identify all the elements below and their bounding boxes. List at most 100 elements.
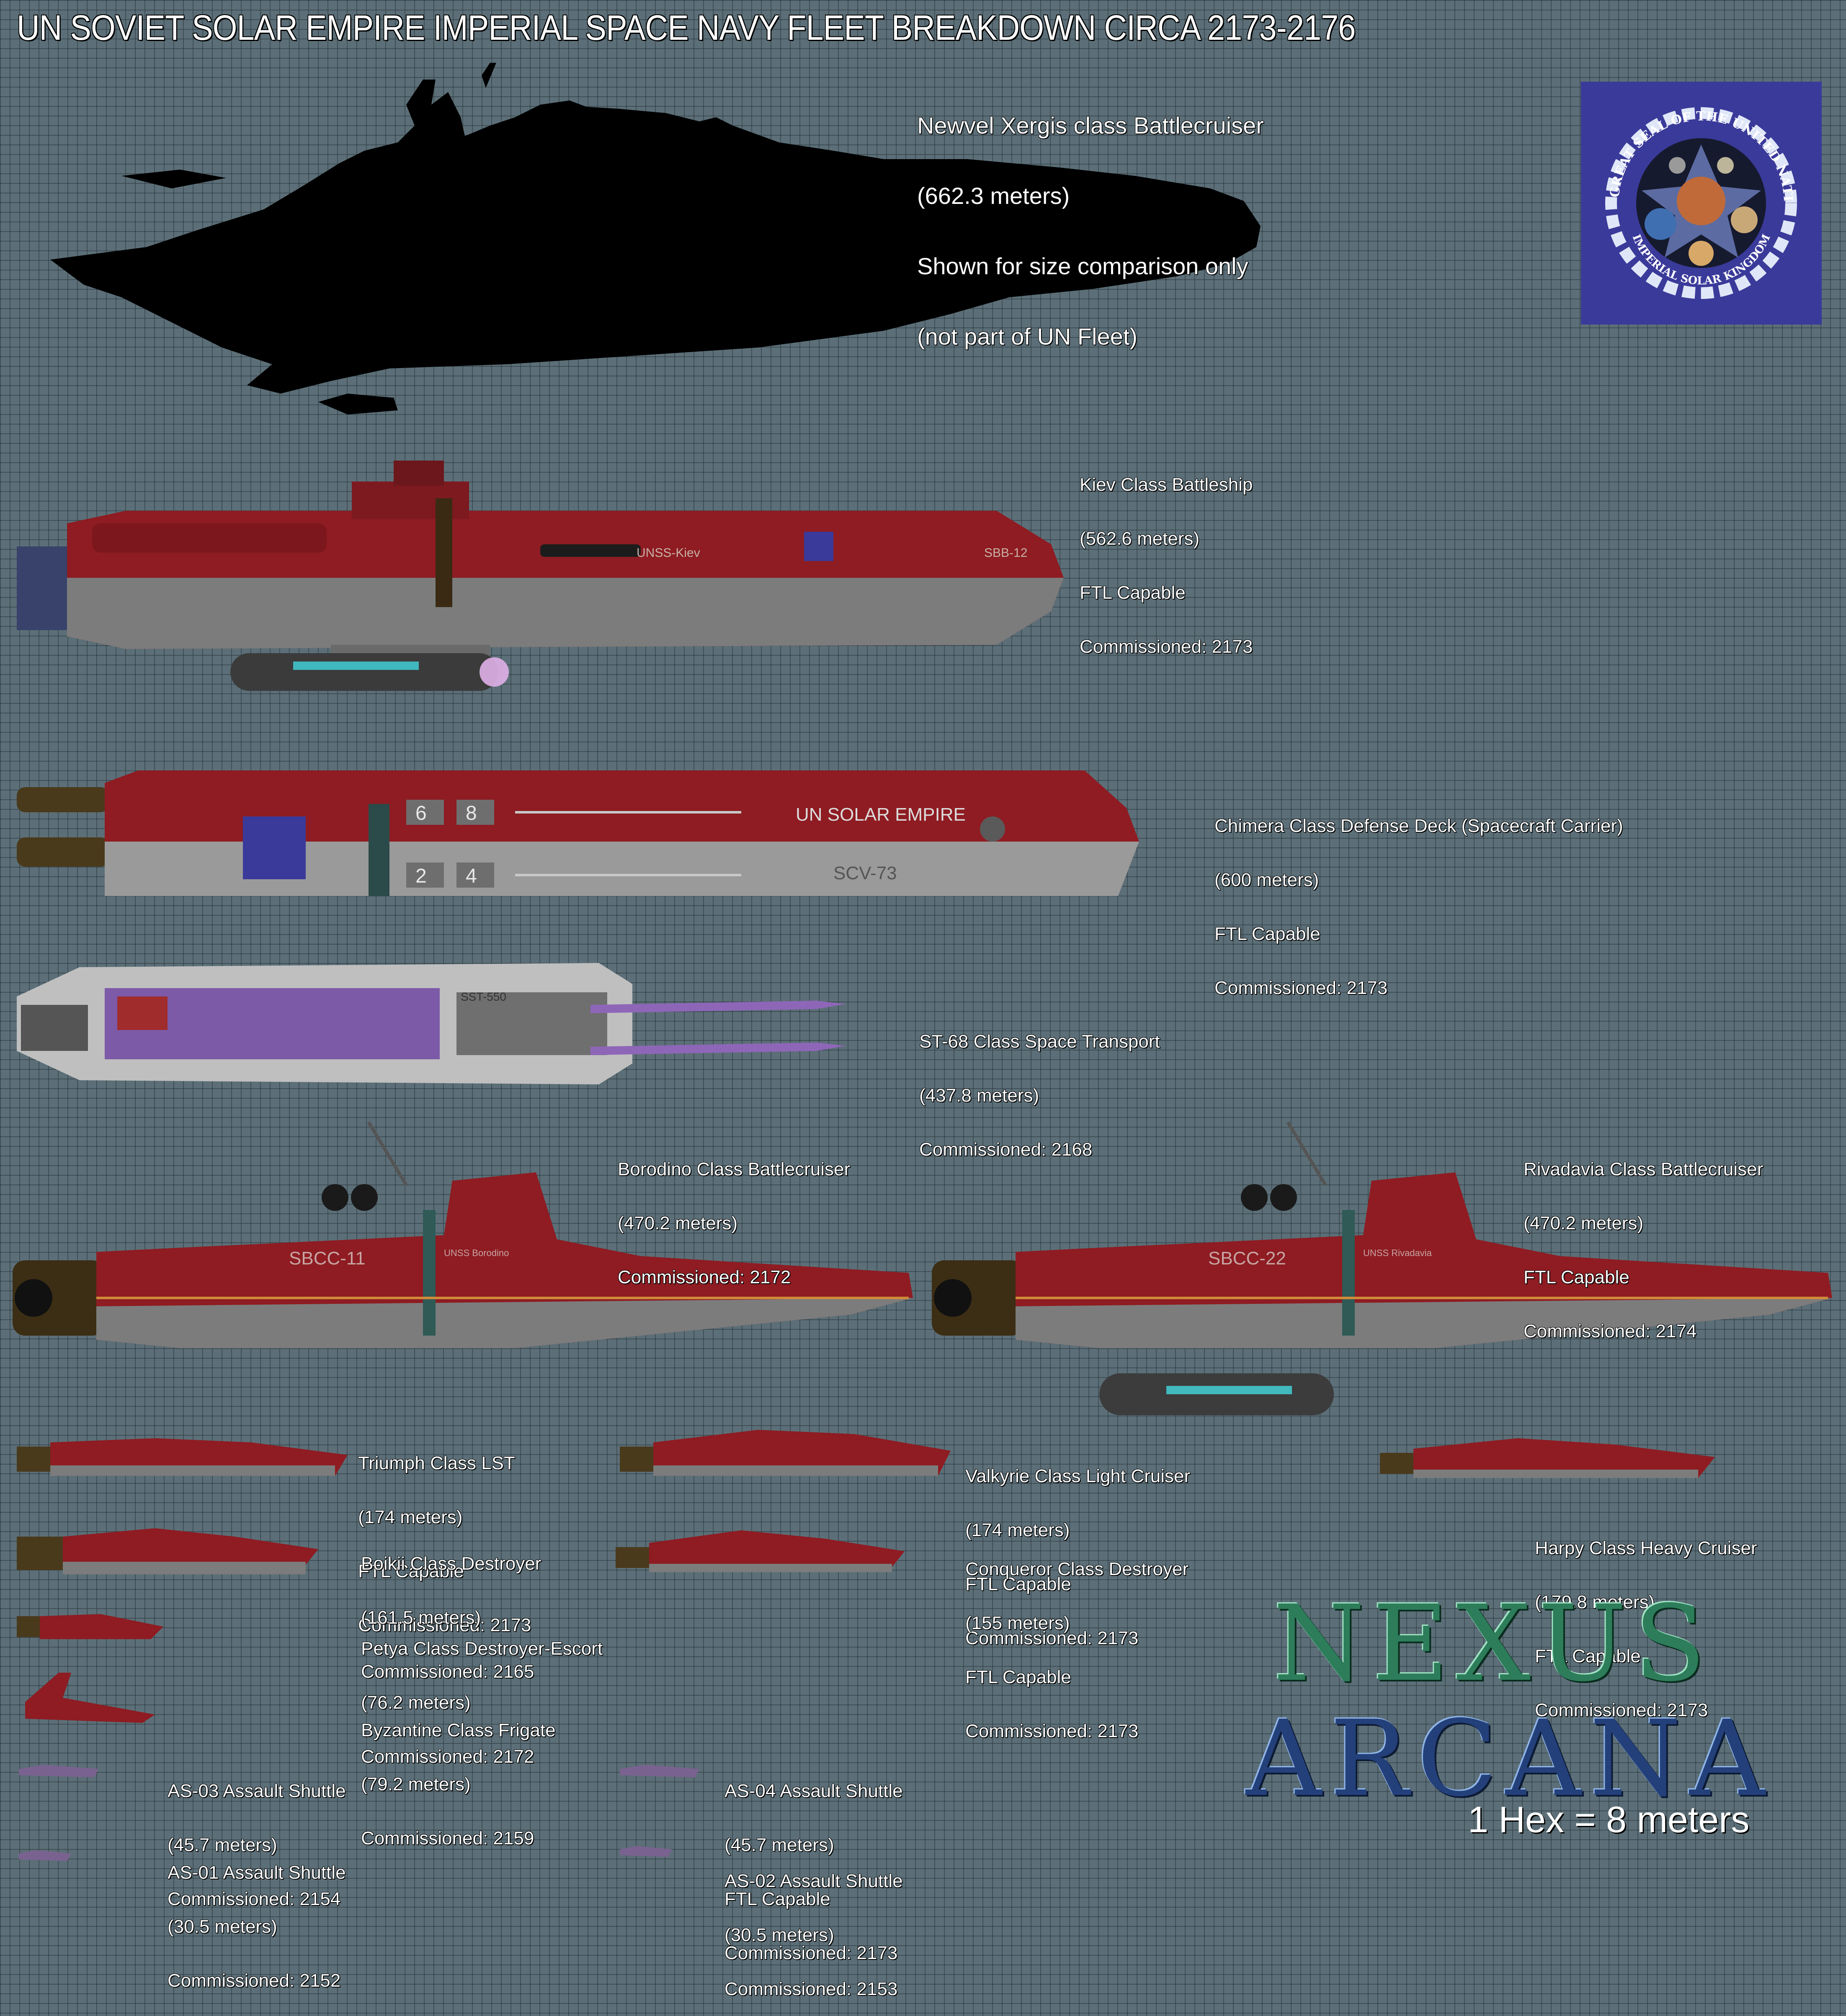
kiev-name: Kiev Class Battleship — [1080, 474, 1253, 495]
valkyrie-ship — [620, 1430, 951, 1476]
nexus-logo-text: NEXUS — [1273, 1583, 1714, 1704]
arcana-logo-text: ARCANA — [1246, 1698, 1774, 1820]
rivadavia-ship: SBCC-22 UNSS Rivadavia — [932, 1114, 1836, 1424]
st68-hull-code: SST-550 — [461, 990, 506, 1003]
as01-commissioned: Commissioned: 2152 — [168, 1970, 341, 1991]
st68-name: ST-68 Class Space Transport — [919, 1031, 1160, 1052]
triumph-ftl: FTL Capable — [358, 1561, 464, 1581]
chimera-deck-2: 2 — [415, 865, 427, 887]
rivadavia-name: Rivadavia Class Battlecruiser — [1524, 1159, 1763, 1179]
as02-caption: AS-02 Assault Shuttle (30.5 meters) Comm… — [724, 1836, 903, 2016]
byzantine-name: Byzantine Class Frigate — [361, 1720, 556, 1741]
as02-commissioned: Commissioned: 2153 — [724, 1979, 898, 1999]
borodino-ship: SBCC-11 UNSS Borodino — [13, 1114, 917, 1386]
chimera-ship: 6 8 2 4 UN SOLAR EMPIRE SCV-73 — [13, 758, 1152, 909]
newvel-note-2: (not part of UN Fleet) — [917, 323, 1137, 350]
kiev-ftl: FTL Capable — [1080, 582, 1186, 603]
borodino-hull-name: UNSS Borodino — [444, 1248, 509, 1258]
as01-caption: AS-01 Assault Shuttle (30.5 meters) Comm… — [168, 1828, 346, 2008]
rivadavia-hull-graphic: SBCC-22 UNSS Rivadavia — [932, 1121, 1832, 1415]
harpy-ship — [1380, 1438, 1715, 1478]
chimera-caption: Chimera Class Defense Deck (Spacecraft C… — [1214, 781, 1623, 1015]
petya-commissioned: Commissioned: 2172 — [361, 1746, 534, 1767]
petya-caption: Petya Class Destroyer-Escort (76.2 meter… — [361, 1604, 603, 1784]
petya-ship — [17, 1614, 163, 1639]
harpy-name: Harpy Class Heavy Cruiser — [1535, 1538, 1757, 1558]
petya-length: (76.2 meters) — [361, 1692, 471, 1713]
newvel-note-1: Shown for size comparison only — [917, 253, 1248, 279]
st68-commissioned: Commissioned: 2168 — [919, 1139, 1093, 1160]
byzantine-length: (79.2 meters) — [361, 1774, 471, 1795]
as03-length: (45.7 meters) — [168, 1835, 277, 1855]
conqueror-ship — [616, 1530, 905, 1572]
valkyrie-name: Valkyrie Class Light Cruiser — [965, 1466, 1191, 1486]
triumph-caption: Triumph Class LST (174 meters) FTL Capab… — [358, 1418, 531, 1652]
chimera-commissioned: Commissioned: 2173 — [1214, 978, 1388, 998]
st68-hull-graphic: SST-550 — [17, 963, 846, 1084]
conqueror-ftl: FTL Capable — [965, 1667, 1071, 1687]
st68-caption: ST-68 Class Space Transport (437.8 meter… — [919, 996, 1160, 1177]
newvel-length: (662.3 meters) — [917, 183, 1070, 209]
kiev-commissioned: Commissioned: 2173 — [1080, 636, 1253, 657]
kiev-hull-graphic: UNSS-Kiev SBB-12 — [17, 461, 1064, 691]
boikii-length: (161.5 meters) — [361, 1607, 481, 1628]
conqueror-caption: Conqueror Class Destroyer (155 meters) F… — [965, 1524, 1189, 1758]
petya-name: Petya Class Destroyer-Escort — [361, 1638, 603, 1659]
conqueror-length: (155 meters) — [965, 1613, 1070, 1633]
as01-name: AS-01 Assault Shuttle — [168, 1862, 346, 1883]
boikii-ship — [17, 1528, 318, 1574]
borodino-commissioned: Commissioned: 2172 — [618, 1267, 791, 1287]
as04-name: AS-04 Assault Shuttle — [724, 1781, 903, 1801]
as04-shuttle — [620, 1765, 699, 1777]
valkyrie-ftl: FTL Capable — [965, 1574, 1071, 1594]
st68-length: (437.8 meters) — [919, 1085, 1039, 1106]
valkyrie-caption: Valkyrie Class Light Cruiser (174 meters… — [965, 1431, 1190, 1665]
rivadavia-length: (470.2 meters) — [1524, 1213, 1644, 1233]
as01-shuttle — [19, 1850, 71, 1861]
chimera-length: (600 meters) — [1214, 870, 1319, 890]
boikii-name: Boikii Class Destroyer — [361, 1553, 541, 1574]
rivadavia-hull-name: UNSS Rivadavia — [1363, 1248, 1432, 1258]
chimera-deck-6: 6 — [415, 802, 427, 824]
boikii-commissioned: Commissioned: 2165 — [361, 1661, 534, 1682]
triumph-length: (174 meters) — [358, 1507, 463, 1527]
chimera-name: Chimera Class Defense Deck (Spacecraft C… — [1214, 816, 1623, 836]
chimera-deck-8: 8 — [466, 802, 477, 824]
chimera-hull-name: UN SOLAR EMPIRE — [796, 804, 966, 825]
chimera-ftl: FTL Capable — [1214, 924, 1320, 944]
as02-name: AS-02 Assault Shuttle — [724, 1871, 903, 1891]
borodino-caption: Borodino Class Battlecruiser (470.2 mete… — [618, 1124, 850, 1304]
borodino-name: Borodino Class Battlecruiser — [618, 1159, 851, 1179]
byzantine-ship — [25, 1673, 155, 1723]
byzantine-commissioned: Commissioned: 2159 — [361, 1828, 534, 1849]
as03-name: AS-03 Assault Shuttle — [168, 1781, 346, 1801]
newvel-silhouette — [50, 63, 1261, 415]
harpy-ftl: FTL Capable — [1535, 1646, 1641, 1666]
as03-shuttle — [19, 1765, 98, 1777]
rivadavia-caption: Rivadavia Class Battlecruiser (470.2 met… — [1524, 1124, 1763, 1358]
un-seal-emblem: THE GREAT SEAL OF THE UNITED NATIONS IMP… — [1575, 70, 1822, 324]
borodino-length: (470.2 meters) — [618, 1213, 738, 1233]
newvel-caption: Newvel Xergis class Battlecruiser (662.3… — [917, 67, 1264, 372]
boikii-caption: Boikii Class Destroyer (161.5 meters) Co… — [361, 1519, 541, 1699]
borodino-hull-code: SBCC-11 — [289, 1248, 366, 1269]
conqueror-name: Conqueror Class Destroyer — [965, 1559, 1189, 1579]
rivadavia-commissioned: Commissioned: 2174 — [1524, 1321, 1697, 1341]
valkyrie-commissioned: Commissioned: 2173 — [965, 1628, 1139, 1648]
chimera-hull-code: SCV-73 — [833, 863, 897, 883]
scale-note: 1 Hex = 8 meters — [1468, 1799, 1750, 1840]
kiev-length: (562.6 meters) — [1080, 528, 1200, 549]
triumph-ship — [17, 1438, 348, 1476]
kiev-ship: UNSS-Kiev SBB-12 — [17, 452, 1072, 720]
chimera-deck-4: 4 — [466, 865, 477, 887]
kiev-caption: Kiev Class Battleship (562.6 meters) FTL… — [1080, 440, 1253, 674]
page-title: UN SOVIET SOLAR EMPIRE IMPERIAL SPACE NA… — [17, 8, 1356, 47]
kiev-hull-name: UNSS-Kiev — [637, 546, 700, 560]
newvel-name: Newvel Xergis class Battlecruiser — [917, 112, 1264, 139]
kiev-hull-code: SBB-12 — [984, 546, 1027, 560]
as01-length: (30.5 meters) — [168, 1916, 277, 1937]
as02-length: (30.5 meters) — [724, 1925, 834, 1945]
rivadavia-hull-code: SBCC-22 — [1208, 1248, 1286, 1269]
triumph-commissioned: Commissioned: 2173 — [358, 1615, 531, 1635]
as02-shuttle — [620, 1846, 672, 1857]
